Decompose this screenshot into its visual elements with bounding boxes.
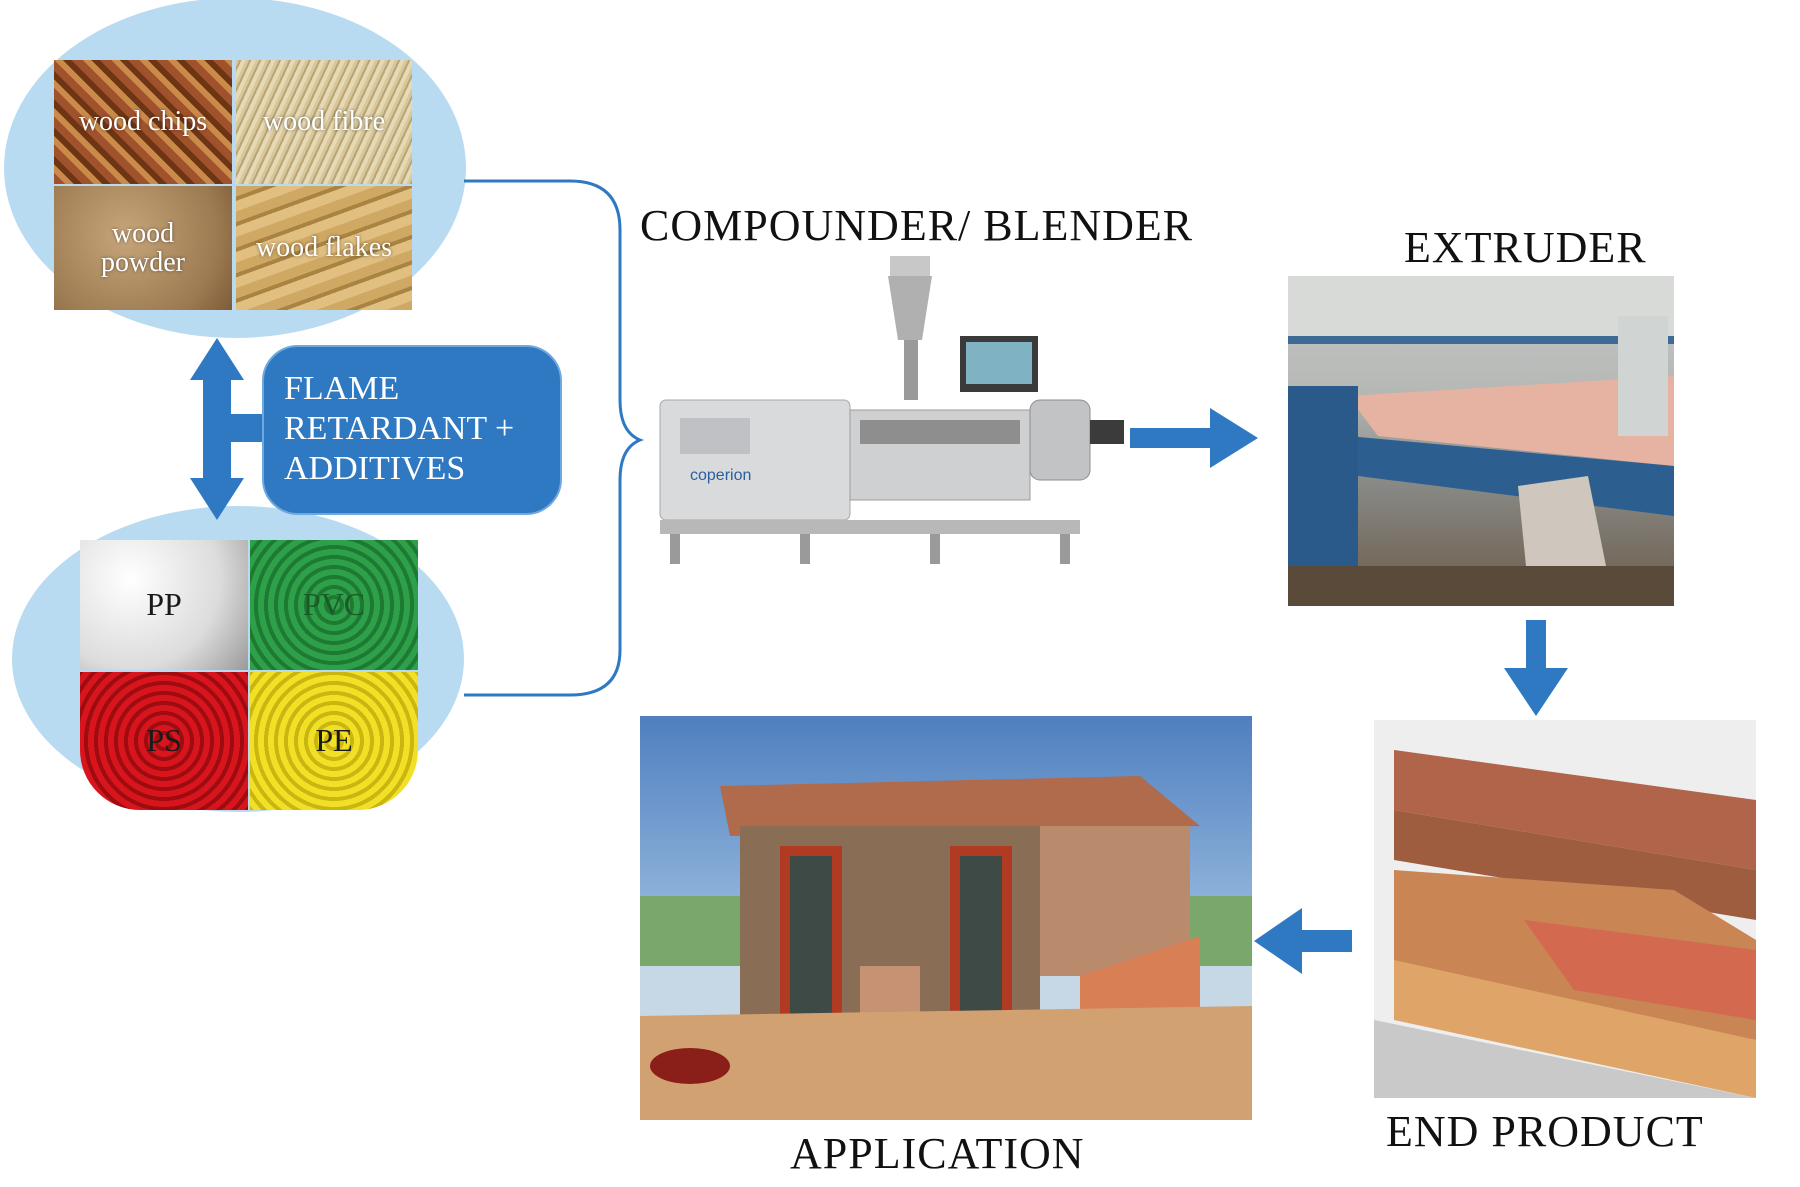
ps-label: PS [146, 722, 182, 759]
application-title: APPLICATION [790, 1129, 1085, 1178]
flame-retardant-additives-box: FLAME RETARDANT + ADDITIVES [262, 345, 562, 515]
wood-powder-tile: wood powder [54, 186, 232, 310]
pe-tile: PE [250, 672, 418, 810]
wood-flakes-tile: wood flakes [236, 186, 412, 310]
application-photo-art [640, 776, 1252, 1120]
ps-tile: PS [80, 672, 248, 810]
arrow-down-icon [1504, 620, 1568, 716]
double-arrow-icon [190, 338, 268, 520]
pvc-label: PVC [302, 586, 366, 623]
additives-line-2: RETARDANT + [284, 410, 515, 447]
wood-fibre-label: wood fibre [262, 106, 386, 138]
additives-line-1: FLAME [284, 370, 400, 407]
extruder-photo-art [1288, 276, 1674, 606]
pp-tile: PP [80, 540, 248, 670]
compounder-machine-image: coperion [659, 256, 1124, 564]
wood-chips-label: wood chips [78, 106, 208, 138]
wood-chips-tile: wood chips [54, 60, 232, 184]
pp-label: PP [146, 586, 182, 623]
pvc-tile: PVC [250, 540, 418, 670]
extruder-title: EXTRUDER [1404, 223, 1647, 272]
pe-label: PE [315, 722, 353, 759]
end-product-title: END PRODUCT [1386, 1107, 1704, 1156]
input-bracket [464, 179, 645, 697]
wood-flakes-label: wood flakes [255, 232, 393, 264]
end-product-photo [1374, 720, 1756, 1098]
compounder-title: COMPOUNDER/ BLENDER [640, 201, 1194, 250]
application-photo [640, 716, 1252, 1120]
additives-line-3: ADDITIVES [284, 450, 466, 487]
arrow-right-icon [1130, 408, 1258, 468]
arrow-left-icon [1254, 908, 1352, 974]
machine-brand-label: coperion [690, 467, 751, 484]
end-product-photo-art [1374, 750, 1756, 1098]
wood-powder-label: wood powder [101, 217, 185, 278]
extruder-photo [1288, 276, 1674, 606]
wood-fibre-tile: wood fibre [236, 60, 412, 184]
